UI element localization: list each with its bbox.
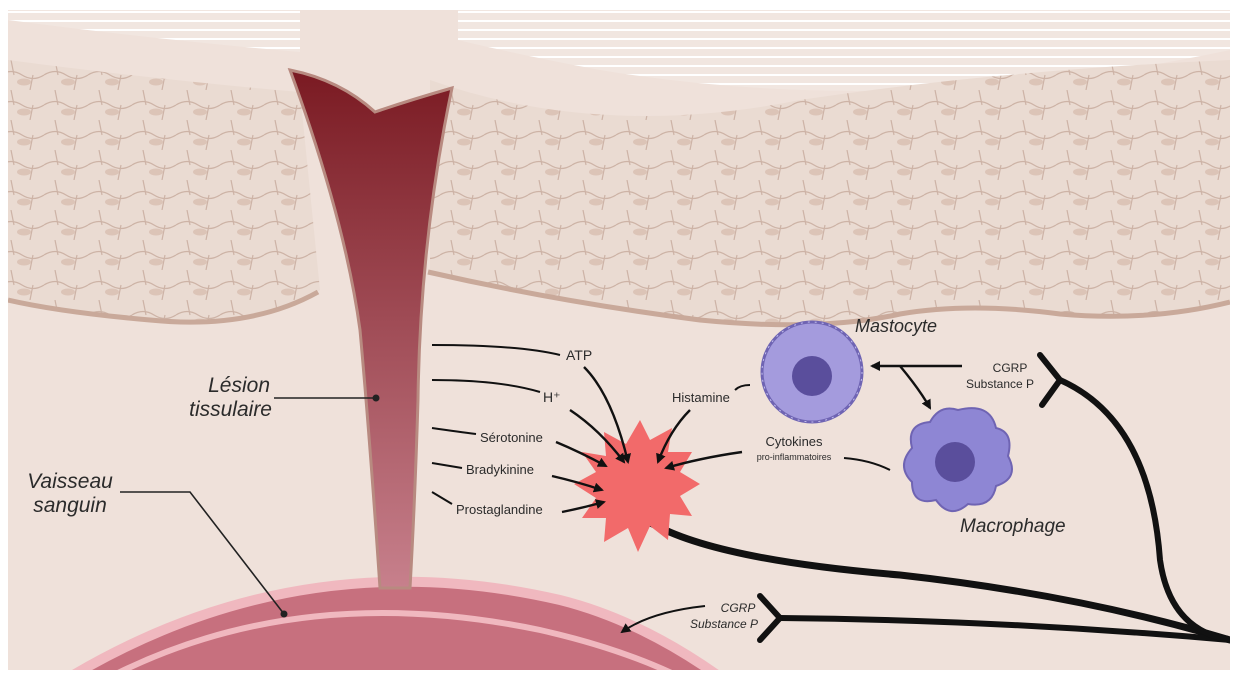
lesion-label-line2: tissulaire — [189, 398, 272, 421]
cgrp-bottom-label-line2: Substance P — [690, 617, 758, 631]
lesion-label-line1: Lésion — [208, 374, 270, 397]
bradykinine-label: Bradykinine — [466, 462, 534, 477]
vessel-callout-dot — [281, 611, 288, 618]
vessel-label-line2: sanguin — [33, 494, 107, 517]
cytokines-label-line2: pro-inflammatoires — [757, 452, 832, 462]
mastocyte-label: Mastocyte — [855, 316, 937, 336]
histamine-label: Histamine — [672, 390, 730, 405]
cgrp-bottom-label-line1: CGRP — [721, 601, 756, 615]
atp-label: ATP — [566, 347, 592, 363]
cgrp-top-label-line1: CGRP — [993, 361, 1028, 375]
cytokines-label-line1: Cytokines — [765, 434, 823, 449]
serotonine-label: Sérotonine — [480, 430, 543, 445]
cgrp-top-label-line2: Substance P — [966, 377, 1034, 391]
lesion-callout-dot — [373, 395, 380, 402]
prostaglandine-label: Prostaglandine — [456, 502, 543, 517]
h-plus-label: H⁺ — [543, 389, 561, 405]
mastocyte-cell-icon — [762, 322, 862, 422]
vessel-label-line1: Vaisseau — [27, 470, 113, 493]
epidermis-left — [8, 60, 320, 322]
macrophage-label: Macrophage — [960, 516, 1066, 537]
